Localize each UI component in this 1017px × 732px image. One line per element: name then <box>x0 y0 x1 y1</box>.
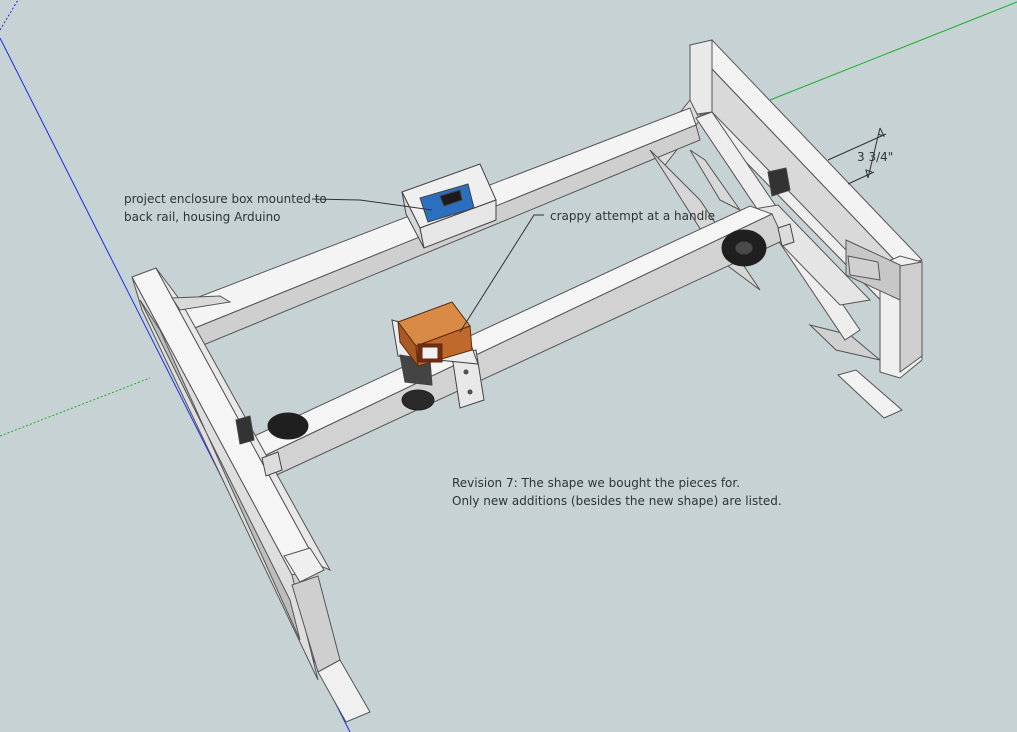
leader-handle <box>459 214 544 333</box>
green-axis <box>769 1 1017 101</box>
handle-block <box>397 301 473 368</box>
wheel-left <box>267 412 309 440</box>
project-enclosure-box <box>401 163 497 249</box>
green-axis-dotted <box>0 377 151 437</box>
dimension-label: 3 3/4" <box>857 150 894 164</box>
left-end-frame <box>131 267 371 723</box>
revision-note-line-1: Revision 7: The shape we bought the piec… <box>452 476 741 490</box>
enclosure-annotation-line-2: back rail, housing Arduino <box>124 210 281 224</box>
blue-axis-dotted <box>0 0 19 31</box>
leader-enclosure <box>311 198 433 211</box>
revision-note: Revision 7: The shape we bought the piec… <box>452 474 782 510</box>
revision-note-line-2: Only new additions (besides the new shap… <box>452 494 782 508</box>
enclosure-annotation: project enclosure box mounted to back ra… <box>124 190 327 226</box>
wheel-middle <box>401 389 435 411</box>
handle-annotation: crappy attempt at a handle <box>550 209 715 223</box>
dimension-marker <box>827 127 887 185</box>
wheels <box>267 229 767 440</box>
enclosure-annotation-line-1: project enclosure box mounted to <box>124 192 327 206</box>
leader-lines <box>311 198 544 333</box>
